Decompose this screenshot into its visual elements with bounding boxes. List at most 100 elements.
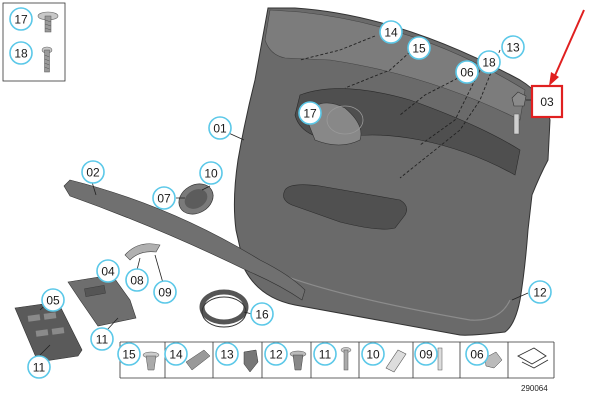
strip-screw-11-icon [340, 347, 352, 371]
callout-label: 10 [204, 167, 218, 181]
strip-pin-09-icon [437, 347, 443, 371]
handle-trim-08 [124, 243, 161, 261]
callout-circle [96, 259, 120, 283]
callout-label: 16 [255, 308, 269, 322]
callout-c17-door[interactable]: 17 [298, 101, 322, 125]
strip-grommet-10-icon [385, 349, 407, 373]
callout-layer: 17 18 14 15 13 06 18 17 01 02 10 07 04 08 09 05 11 11 16 12… [9, 7, 552, 379]
callout-c13-door[interactable]: 13 [501, 35, 525, 59]
callout-c08[interactable]: 08 [125, 268, 149, 292]
callout-label: 13 [506, 41, 520, 55]
callout-label: 12 [269, 348, 283, 362]
leader-06-dash [399, 75, 463, 116]
callout-label: 12 [533, 286, 547, 300]
leader-lines [39, 99, 536, 356]
callout-c06-door[interactable]: 06 [455, 60, 479, 84]
speaker-cover-07 [178, 183, 214, 215]
callout-circle [407, 36, 431, 60]
callout-s09[interactable]: 09 [414, 342, 438, 366]
callout-s15[interactable]: 15 [117, 342, 141, 366]
callout-label: 01 [213, 122, 227, 136]
callout-label: 07 [157, 192, 171, 206]
callout-circle [465, 342, 489, 366]
callout-c18-top[interactable]: 18 [9, 41, 33, 65]
callout-circle [298, 101, 322, 125]
callout-circle [152, 186, 176, 210]
callout-c15-door[interactable]: 15 [407, 36, 431, 60]
highlighted-callout-label: 03 [540, 95, 554, 109]
callout-label: 17 [14, 13, 28, 27]
callout-circle [208, 116, 232, 140]
callout-c07[interactable]: 07 [152, 186, 176, 210]
callout-c17-top[interactable]: 17 [9, 7, 33, 31]
strip-bracket-06-icon [484, 351, 503, 369]
callout-label: 06 [470, 348, 484, 362]
callout-circle [81, 160, 105, 184]
callout-label: 18 [14, 47, 28, 61]
callout-s12[interactable]: 12 [264, 342, 288, 366]
callout-circle [501, 35, 525, 59]
callout-circle [379, 20, 403, 44]
callout-circle [215, 342, 239, 366]
strip-clip-13-icon [243, 349, 259, 373]
callout-circle [41, 288, 65, 312]
callout-label: 10 [366, 348, 380, 362]
callout-circle [117, 342, 141, 366]
callout-s10[interactable]: 10 [361, 342, 385, 366]
screw-18-icon [41, 46, 53, 73]
leader-18-dash [419, 69, 481, 146]
callout-label: 14 [169, 348, 183, 362]
callout-s13[interactable]: 13 [215, 342, 239, 366]
callout-c02[interactable]: 02 [81, 160, 105, 184]
callout-label: 02 [86, 166, 100, 180]
callout-c14-door[interactable]: 14 [379, 20, 403, 44]
reference-number: 290064 [521, 384, 548, 393]
callout-s14[interactable]: 14 [164, 342, 188, 366]
callout-s06[interactable]: 06 [465, 342, 489, 366]
highlighted-callout-03[interactable]: 03 [530, 84, 564, 119]
callout-label: 05 [46, 294, 60, 308]
callout-label: 14 [384, 26, 398, 40]
callout-label: 11 [96, 333, 109, 347]
callout-label: 04 [101, 265, 115, 279]
strip-clip-14-icon [185, 349, 211, 371]
callout-circle [199, 161, 223, 185]
callout-c01[interactable]: 01 [208, 116, 232, 140]
callout-circle [9, 41, 33, 65]
callout-circle [90, 327, 114, 351]
callout-circle [313, 342, 337, 366]
callout-c05[interactable]: 05 [41, 288, 65, 312]
callout-c12-door[interactable]: 12 [528, 280, 552, 304]
callout-s11[interactable]: 11 [313, 342, 337, 366]
window-switch-block-05 [14, 301, 83, 363]
callout-label: 11 [33, 361, 46, 375]
callout-label: 15 [412, 42, 426, 56]
callout-c10-cap[interactable]: 10 [199, 161, 223, 185]
strip-clip-12-icon [289, 350, 307, 371]
callout-circle [164, 342, 188, 366]
strip-clip-15-icon [142, 351, 160, 371]
callout-circle [528, 280, 552, 304]
callout-label: 09 [419, 348, 433, 362]
leader-15-dash [344, 51, 411, 89]
callout-label: 13 [220, 348, 234, 362]
door-trim-panel [233, 7, 551, 336]
callout-label: 06 [460, 66, 474, 80]
callout-label: 18 [482, 56, 496, 70]
callout-circle [455, 60, 479, 84]
callout-c16[interactable]: 16 [250, 302, 274, 326]
callout-circle [264, 342, 288, 366]
callout-c11-bottom[interactable]: 11 [27, 355, 51, 379]
leader-13-dash [399, 49, 501, 179]
callout-c18-door[interactable]: 18 [477, 50, 501, 74]
callout-c04[interactable]: 04 [96, 259, 120, 283]
callout-c09-handle[interactable]: 09 [153, 280, 177, 304]
screw-17-icon [37, 11, 59, 33]
callout-circle [153, 280, 177, 304]
callout-label: 09 [158, 286, 172, 300]
callout-label: 17 [303, 107, 317, 121]
leader-14-dash [299, 35, 376, 61]
callout-circle [125, 268, 149, 292]
callout-c11-switch[interactable]: 11 [90, 327, 114, 351]
